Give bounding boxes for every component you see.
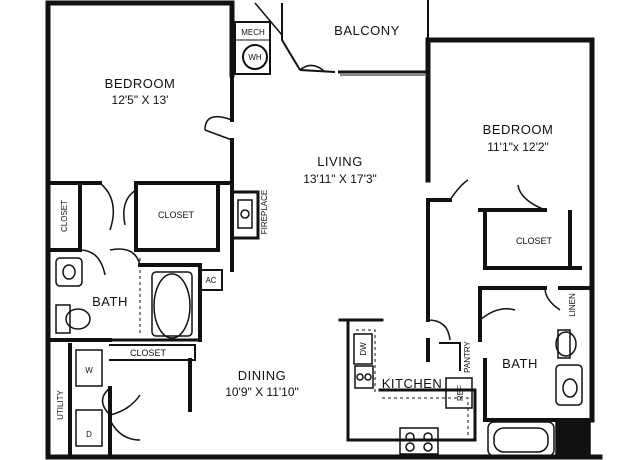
bedroom2-name: BEDROOM [483,122,554,137]
interior-walls [46,73,594,459]
dw-label: DW [359,342,368,356]
ac-label: AC [205,276,216,285]
dining-dims: 10'9" X 11'10" [225,385,299,399]
kitchen-appliances [75,199,473,455]
dryer-label: D [86,430,92,439]
utility-label: UTILITY [56,389,65,419]
linen-label: LINEN [568,293,577,317]
washer-label: W [85,366,93,375]
closet-left-label: CLOSET [60,200,69,232]
closet-lower-label: CLOSET [130,348,167,358]
closet-right-label: CLOSET [516,236,553,246]
fireplace-label: FIREPLACE [260,190,269,234]
living-dims: 13'11" X 17'3" [303,172,377,186]
exterior-walls [45,0,603,460]
wh-label: WH [248,53,262,62]
balcony-outline [281,0,429,76]
door-swings [79,2,561,441]
balcony-name: BALCONY [334,23,400,38]
kitchen-counters [139,258,469,435]
kitchen-name: KITCHEN [382,376,443,391]
bath1-name: BATH [92,294,128,309]
living-name: LIVING [317,154,363,169]
mech-closet [234,21,271,75]
pantry-label: PANTRY [463,340,472,372]
ref-label: REF [456,385,465,401]
bedroom1-dims: 12'5" X 13' [112,93,169,107]
bedroom2-dims: 11'1"x 12'2" [487,140,549,154]
bath2-name: BATH [502,356,538,371]
bedroom1-name: BEDROOM [105,76,176,91]
bathroom-fixtures [55,257,591,458]
closet-center-label: CLOSET [158,210,195,220]
mech-label: MECH [241,28,265,37]
dining-name: DINING [238,368,287,383]
